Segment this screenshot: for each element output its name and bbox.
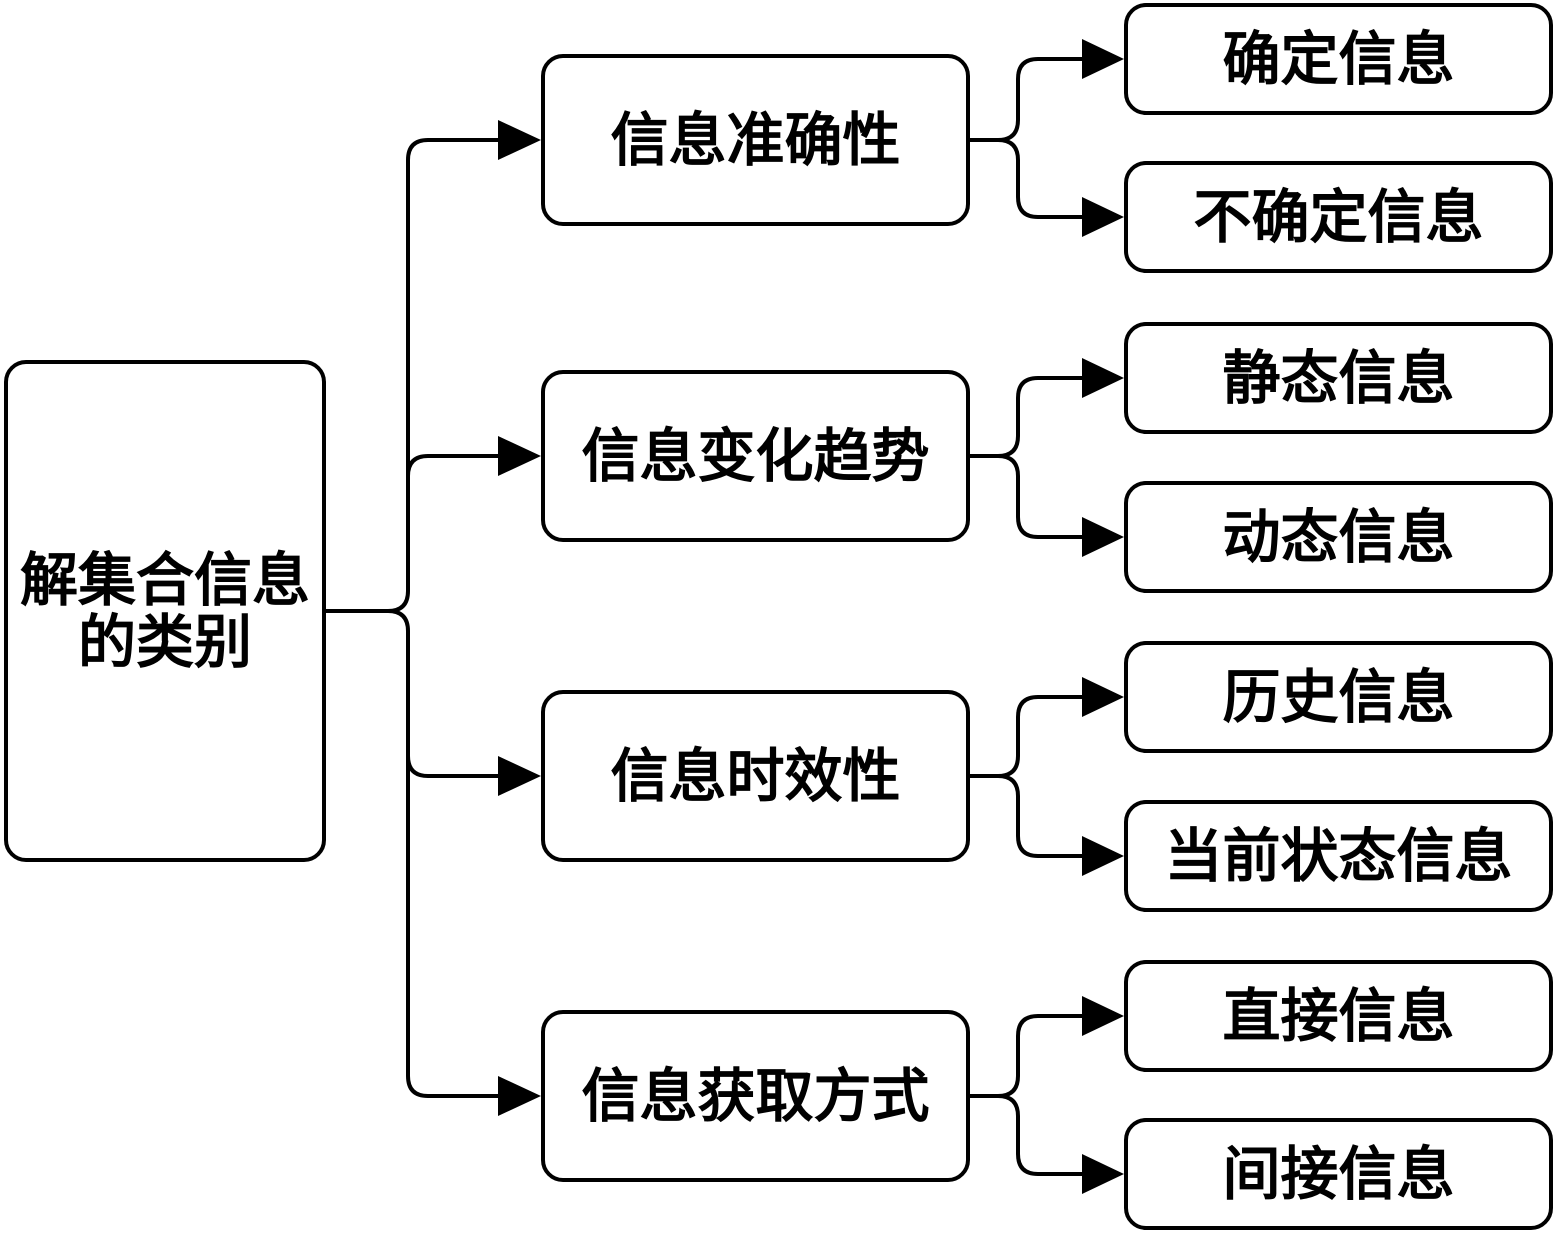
category-label: 信息获取方式 bbox=[581, 1062, 930, 1130]
category-node: 信息准确性 bbox=[541, 54, 970, 226]
leaf-label: 直接信息 bbox=[1222, 982, 1455, 1050]
connector-root-to-category-2 bbox=[406, 454, 502, 477]
arrowhead-category-3 bbox=[498, 756, 541, 796]
leaf-node: 不确定信息 bbox=[1124, 161, 1553, 273]
category-label: 信息变化趋势 bbox=[581, 422, 930, 490]
arrowhead-category-2 bbox=[498, 436, 541, 476]
category-node: 信息获取方式 bbox=[541, 1010, 970, 1182]
leaf-label: 动态信息 bbox=[1222, 503, 1455, 571]
category-node: 信息时效性 bbox=[541, 690, 970, 862]
connector-category-4-to-leaf-8 bbox=[997, 1094, 1084, 1176]
connector-category-1-to-leaf-2 bbox=[997, 138, 1084, 219]
connector-category-3-to-leaf-5 bbox=[970, 695, 1084, 778]
leaf-node: 当前状态信息 bbox=[1124, 800, 1553, 912]
arrowhead-leaf-3 bbox=[1082, 358, 1124, 398]
leaf-node: 动态信息 bbox=[1124, 481, 1553, 593]
leaf-label: 间接信息 bbox=[1222, 1140, 1455, 1208]
leaf-label: 不确定信息 bbox=[1193, 183, 1484, 251]
connector-category-2-to-leaf-4 bbox=[997, 454, 1084, 539]
category-label: 信息时效性 bbox=[610, 742, 901, 810]
leaf-label: 历史信息 bbox=[1222, 663, 1455, 731]
category-node: 信息变化趋势 bbox=[541, 370, 970, 542]
connector-category-2-to-leaf-3 bbox=[970, 376, 1084, 458]
arrowhead-leaf-6 bbox=[1082, 836, 1124, 876]
connector-category-1-to-leaf-1 bbox=[970, 57, 1084, 142]
connector-root-to-category-4 bbox=[387, 609, 502, 1098]
leaf-node: 历史信息 bbox=[1124, 641, 1553, 753]
connector-root-to-category-3 bbox=[406, 755, 502, 778]
leaf-label: 确定信息 bbox=[1222, 25, 1455, 93]
arrowhead-leaf-4 bbox=[1082, 517, 1124, 557]
leaf-label: 当前状态信息 bbox=[1164, 822, 1513, 890]
connector-root-to-category-1 bbox=[326, 138, 502, 613]
leaf-node: 间接信息 bbox=[1124, 1118, 1553, 1230]
arrowhead-leaf-7 bbox=[1082, 996, 1124, 1036]
arrowhead-leaf-5 bbox=[1082, 677, 1124, 717]
category-label: 信息准确性 bbox=[610, 106, 901, 174]
leaf-node: 静态信息 bbox=[1124, 322, 1553, 434]
leaf-node: 直接信息 bbox=[1124, 960, 1553, 1072]
arrowhead-leaf-2 bbox=[1082, 197, 1124, 237]
root-label-line-2: 的类别 bbox=[77, 608, 252, 676]
leaf-node: 确定信息 bbox=[1124, 3, 1553, 115]
connector-category-3-to-leaf-6 bbox=[997, 774, 1084, 858]
arrowhead-leaf-1 bbox=[1082, 39, 1124, 79]
arrowhead-leaf-8 bbox=[1082, 1154, 1124, 1194]
root-label-line-1: 解集合信息 bbox=[19, 546, 310, 614]
root-node: 解集合信息 的类别 bbox=[4, 360, 326, 862]
connector-category-4-to-leaf-7 bbox=[970, 1014, 1084, 1098]
arrowhead-category-4 bbox=[498, 1076, 541, 1116]
arrowhead-category-1 bbox=[498, 120, 541, 160]
leaf-label: 静态信息 bbox=[1222, 344, 1455, 412]
